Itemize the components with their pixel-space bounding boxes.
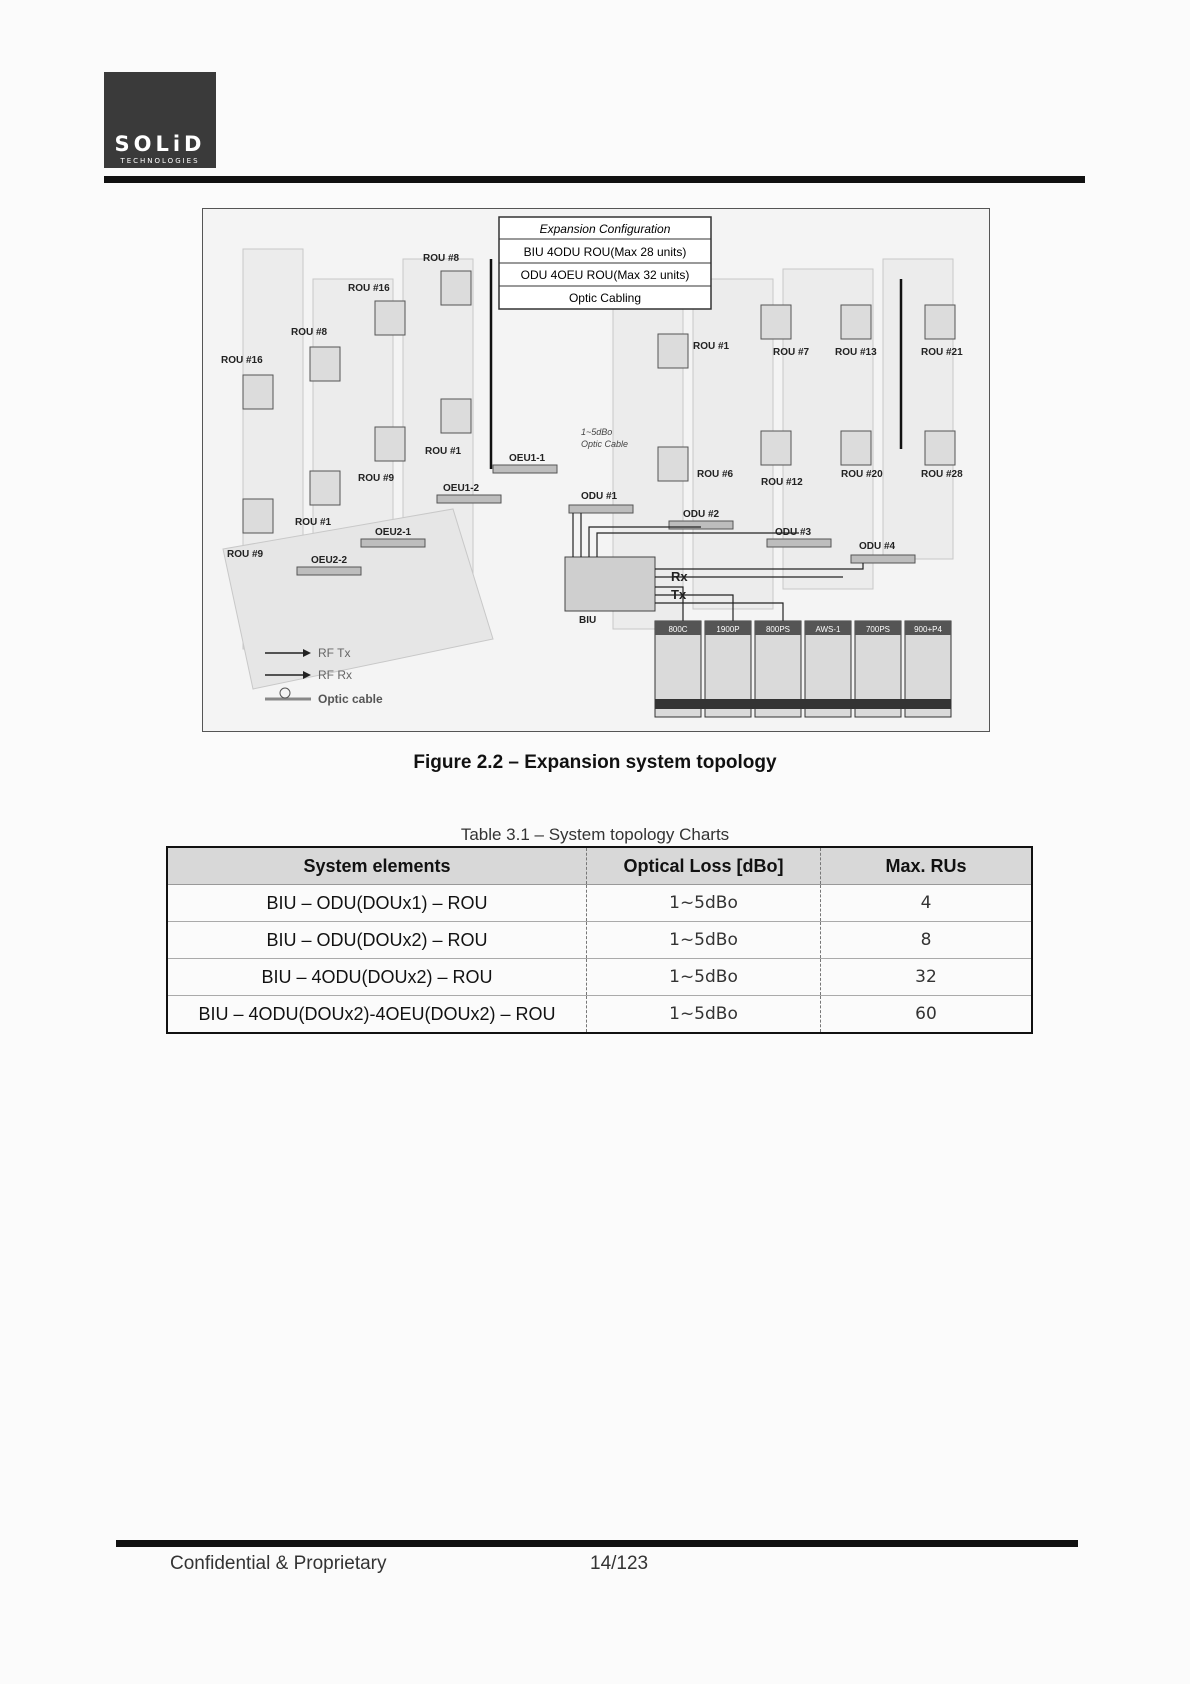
header-rule [104, 176, 1085, 183]
config-line2: ODU 4OEU ROU(Max 32 units) [521, 268, 690, 282]
rou-label: ROU #28 [921, 469, 963, 480]
figure-legend: RF Tx RF Rx Optic cable [265, 646, 383, 706]
table-cell: BIU – ODU(DOUx1) – ROU [167, 884, 587, 922]
band-label: 700PS [866, 625, 890, 634]
rou-label: ROU #21 [921, 347, 963, 358]
oeu1-2-label: OEU1-2 [443, 483, 480, 494]
distribution-units [296, 464, 916, 576]
legend-optic: Optic cable [318, 692, 383, 706]
rou-label: ROU #1 [425, 446, 462, 457]
table-caption: Table 3.1 – System topology Charts [460, 825, 730, 844]
band-modules [654, 620, 952, 718]
figure-caption: Figure 2.2 – Expansion system topology [413, 752, 777, 773]
table-cell: 1~5dBo [586, 921, 821, 959]
table-row: BIU – 4ODU(DOUx2)-4OEU(DOUx2) – ROU 1~5d… [167, 995, 1032, 1033]
config-line1: BIU 4ODU ROU(Max 28 units) [524, 245, 687, 259]
rou-label: ROU #16 [348, 283, 390, 294]
rou-label: ROU #6 [697, 469, 734, 480]
rou-label: ROU #9 [358, 473, 395, 484]
col-header: Max. RUs [820, 847, 1032, 885]
topology-table: System elements Optical Loss [dBo] Max. … [166, 846, 1033, 1034]
optic-note: 1~5dBo Optic Cable [581, 427, 628, 449]
rou-label: ROU #20 [841, 469, 883, 480]
biu-unit [564, 556, 656, 612]
config-title: Expansion Configuration [540, 222, 671, 236]
logo-subtext: TECHNOLOGIES [120, 157, 200, 165]
config-line3: Optic Cabling [569, 291, 641, 305]
page-number: 14/123 [590, 1553, 649, 1574]
col-header: Optical Loss [dBo] [586, 847, 821, 885]
band-label: AWS-1 [815, 625, 841, 634]
logo-text: SOLiD [114, 132, 206, 156]
rou-label: ROU #1 [295, 517, 332, 528]
rou-label: ROU #16 [221, 355, 263, 366]
band-label: 800C [668, 625, 687, 634]
oeu1-1-label: OEU1-1 [509, 453, 546, 464]
table-cell: 8 [820, 921, 1032, 959]
band-label: 1900P [716, 625, 739, 634]
table-cell: 4 [820, 884, 1032, 922]
col-header: System elements [167, 847, 587, 885]
biu-label: BIU [579, 615, 596, 626]
rou-label: ROU #12 [761, 477, 803, 488]
svg-text:Optic Cable: Optic Cable [581, 439, 628, 449]
table-header-row: System elements Optical Loss [dBo] Max. … [167, 847, 1032, 885]
oeu2-1-label: OEU2-1 [375, 527, 412, 538]
table-cell: BIU – 4ODU(DOUx2)-4OEU(DOUx2) – ROU [167, 995, 587, 1033]
table-row: BIU – ODU(DOUx1) – ROU 1~5dBo 4 [167, 884, 1032, 922]
svg-text:1~5dBo: 1~5dBo [581, 427, 612, 437]
odu2-label: ODU #2 [683, 509, 720, 520]
oeu2-2-label: OEU2-2 [311, 555, 348, 566]
footer-confidential: Confidential & Proprietary [170, 1553, 387, 1574]
rou-label: ROU #1 [693, 341, 730, 352]
rou-labels: ROU #8 ROU #16 ROU #8 ROU #16 ROU #1 ROU… [221, 253, 963, 560]
table-cell: 1~5dBo [586, 995, 821, 1033]
footer-rule [116, 1540, 1078, 1547]
rou-label: ROU #13 [835, 347, 877, 358]
table-row: BIU – ODU(DOUx2) – ROU 1~5dBo 8 [167, 921, 1032, 959]
table-cell: 1~5dBo [586, 958, 821, 996]
band-label: 900+P4 [914, 625, 942, 634]
table-cell: BIU – 4ODU(DOUx2) – ROU [167, 958, 587, 996]
legend-rf-tx: RF Tx [318, 646, 350, 660]
rou-label: ROU #8 [291, 327, 328, 338]
rou-label: ROU #8 [423, 253, 460, 264]
company-logo [104, 72, 216, 168]
legend-rf-rx: RF Rx [318, 668, 352, 682]
odu1-label: ODU #1 [581, 491, 618, 502]
table-cell: BIU – ODU(DOUx2) – ROU [167, 921, 587, 959]
rf-connections [572, 513, 864, 623]
rou-label: ROU #7 [773, 347, 810, 358]
expansion-config-box: Expansion Configuration BIU 4ODU ROU(Max… [498, 216, 712, 310]
table-cell: 60 [820, 995, 1032, 1033]
table-cell: 1~5dBo [586, 884, 821, 922]
band-label: 800PS [766, 625, 790, 634]
riser-lines [489, 259, 903, 469]
rou-units [242, 270, 956, 534]
band-labels: 800C 1900P 800PS AWS-1 700PS 900+P4 [668, 625, 942, 634]
odu4-label: ODU #4 [859, 541, 896, 552]
table-cell: 32 [820, 958, 1032, 996]
rou-label: ROU #9 [227, 549, 264, 560]
topology-figure: Expansion Configuration BIU 4ODU ROU(Max… [202, 208, 990, 732]
building-left [222, 248, 494, 690]
table-row: BIU – 4ODU(DOUx2) – ROU 1~5dBo 32 [167, 958, 1032, 996]
